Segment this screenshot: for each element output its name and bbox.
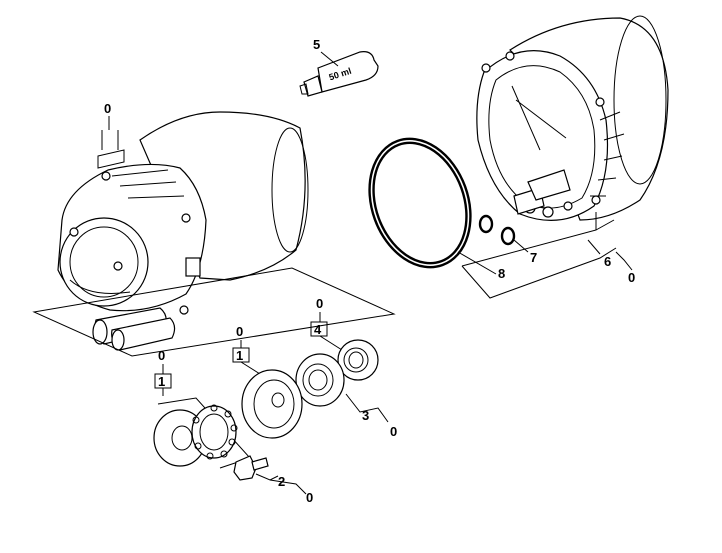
callout-2: 2 xyxy=(278,474,285,489)
callout-1-flange: 1 xyxy=(236,348,243,363)
seal-ring xyxy=(368,137,472,269)
right-motor-housing xyxy=(476,15,669,221)
flange-plate xyxy=(241,369,303,439)
callout-7: 7 xyxy=(530,250,537,265)
grease-tube: 50 ml xyxy=(299,51,379,97)
o-rings xyxy=(478,214,516,246)
callout-8: 8 xyxy=(498,266,505,281)
left-motor-housing xyxy=(57,111,309,351)
callout-5: 5 xyxy=(313,37,320,52)
bearing-ring-3 xyxy=(295,353,345,407)
bearing-ring-4 xyxy=(337,339,379,381)
callout-3: 3 xyxy=(362,408,369,423)
callout-4: 4 xyxy=(314,322,322,337)
ball-bearing-cage xyxy=(191,404,238,460)
callout-6: 6 xyxy=(604,254,611,269)
callout-0-ring-3: 0 xyxy=(390,424,397,439)
callout-0-left-motor: 0 xyxy=(104,101,111,116)
callout-0-washer-group: 0 xyxy=(158,348,165,363)
callout-0-right-housing: 0 xyxy=(628,270,635,285)
callout-0-bearing-group: 0 xyxy=(316,296,323,311)
callout-1-washer: 1 xyxy=(158,374,165,389)
hex-bolt xyxy=(233,455,269,481)
callout-0-flange-group: 0 xyxy=(236,324,243,339)
callout-0-bolt: 0 xyxy=(306,490,313,505)
